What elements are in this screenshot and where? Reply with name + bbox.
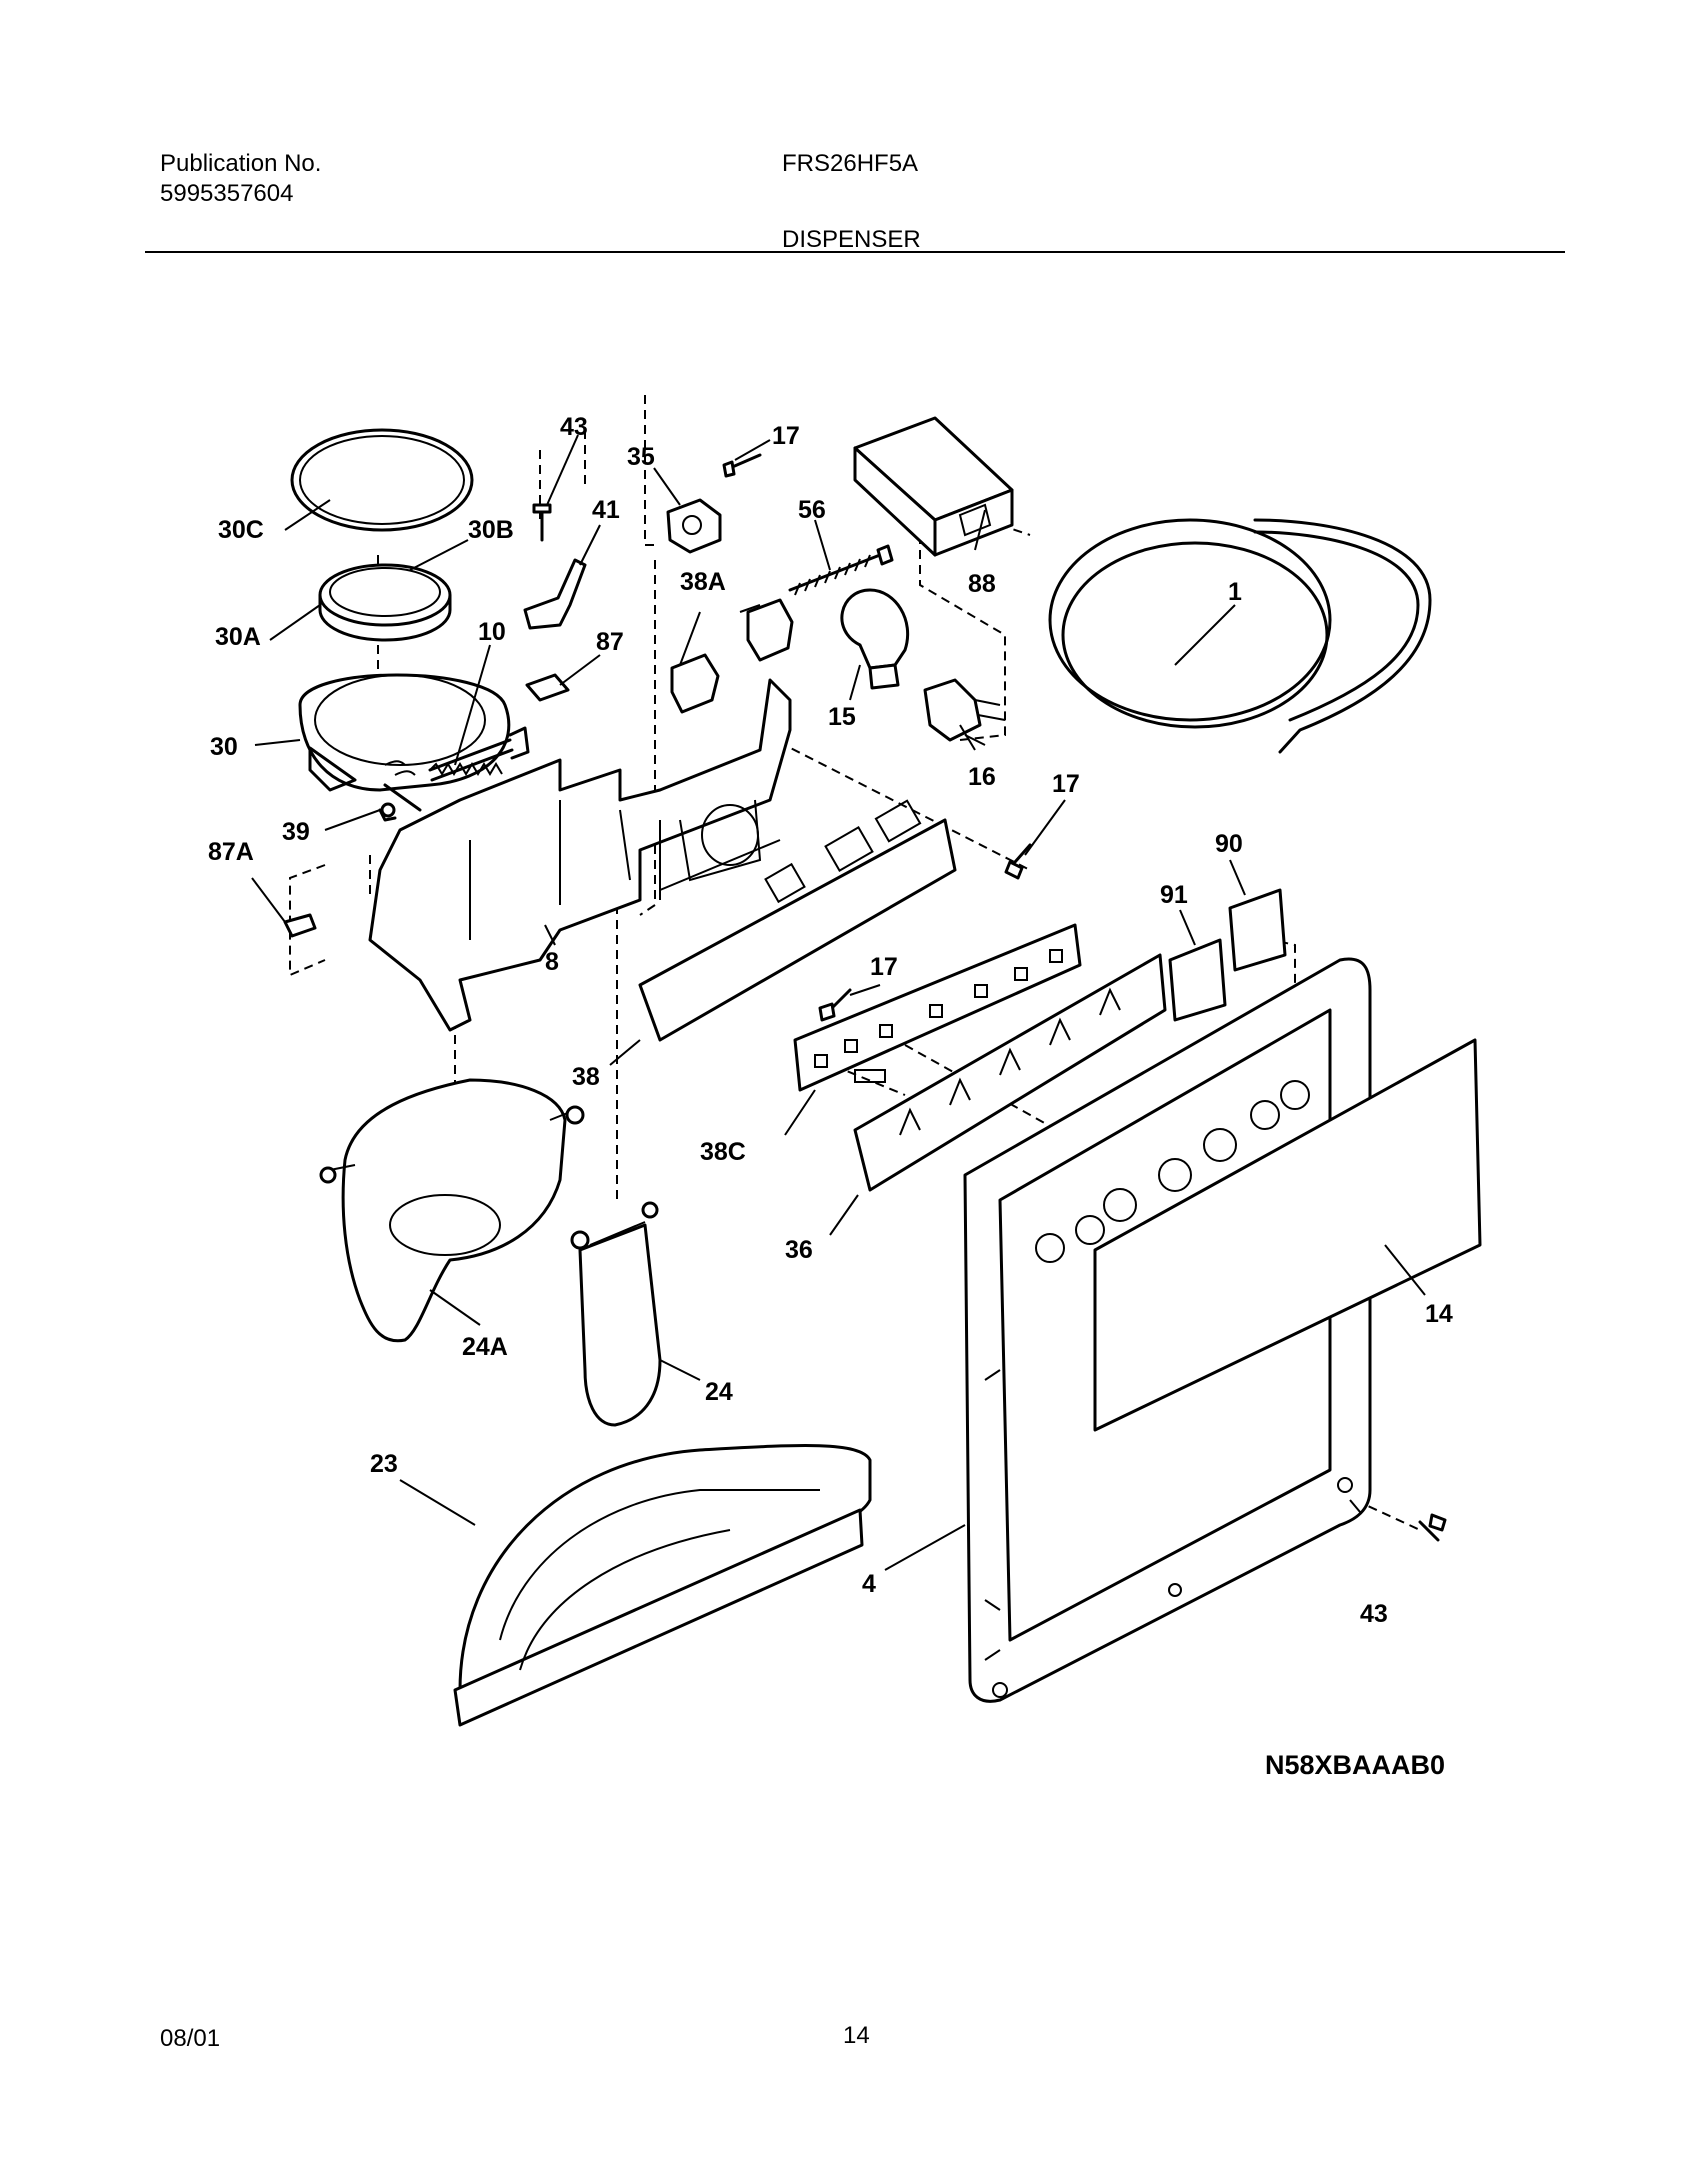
callout-41: 41 bbox=[592, 496, 620, 524]
actuator-91 bbox=[1168, 938, 1227, 1022]
footer-page-number: 14 bbox=[843, 2022, 870, 2049]
callout-23: 23 bbox=[370, 1450, 398, 1478]
screw-17-low bbox=[818, 988, 852, 1022]
header-rule bbox=[145, 251, 1565, 253]
callout-15: 15 bbox=[828, 703, 856, 731]
callout-30b: 30B bbox=[468, 516, 514, 544]
ring-30c bbox=[290, 428, 474, 532]
callout-17-low: 17 bbox=[870, 953, 898, 981]
callout-87a: 87A bbox=[208, 838, 254, 866]
clip-87a bbox=[283, 913, 317, 938]
callout-87: 87 bbox=[596, 628, 624, 656]
screw-17-mid bbox=[1004, 843, 1032, 880]
switch-board-38c bbox=[793, 923, 1082, 1092]
model-number: FRS26HF5A bbox=[782, 150, 919, 177]
callout-30c: 30C bbox=[218, 516, 264, 544]
callout-16: 16 bbox=[968, 763, 996, 791]
bulb-15 bbox=[840, 588, 910, 690]
leader-lines bbox=[251, 434, 1426, 1571]
actuator-90 bbox=[1228, 888, 1287, 972]
section-title: DISPENSER bbox=[782, 226, 921, 253]
publication-label: Publication No. bbox=[160, 150, 322, 177]
circuit-board-38 bbox=[638, 799, 957, 1042]
drip-tray-23 bbox=[453, 1444, 872, 1727]
overlay-14 bbox=[1093, 1038, 1482, 1432]
callout-90: 90 bbox=[1215, 830, 1243, 858]
screw-17-top bbox=[722, 453, 762, 478]
callout-labels: 43 17 35 41 56 30C 30B 30A 10 87 38A 88 … bbox=[208, 413, 1453, 1628]
screw-43-bottom bbox=[1418, 1513, 1447, 1542]
callout-1: 1 bbox=[1228, 578, 1242, 606]
callout-30: 30 bbox=[210, 733, 238, 761]
switch-35 bbox=[666, 498, 722, 554]
callout-30a: 30A bbox=[215, 623, 261, 651]
publication-number: 5995357604 bbox=[160, 180, 294, 207]
bracket-87 bbox=[525, 673, 570, 702]
ice-chute-24a bbox=[319, 1078, 585, 1343]
callout-17-mid: 17 bbox=[1052, 770, 1080, 798]
callout-38c: 38C bbox=[700, 1138, 746, 1166]
callout-39: 39 bbox=[282, 818, 310, 846]
callout-38: 38 bbox=[572, 1063, 600, 1091]
callout-35: 35 bbox=[627, 443, 655, 471]
callout-43-top: 43 bbox=[560, 413, 588, 441]
callout-17-top: 17 bbox=[772, 422, 800, 450]
footer-date: 08/01 bbox=[160, 2025, 221, 2052]
screw-43-top bbox=[532, 503, 552, 542]
callout-4: 4 bbox=[862, 1570, 876, 1598]
switch-38a-left bbox=[670, 653, 720, 714]
callout-24: 24 bbox=[705, 1378, 733, 1406]
callout-43-bottom: 43 bbox=[1360, 1600, 1388, 1628]
lens-30a-30b bbox=[318, 563, 452, 642]
switch-38a-right bbox=[746, 598, 794, 662]
switch-bracket-36 bbox=[853, 953, 1167, 1192]
callout-24a: 24A bbox=[462, 1333, 508, 1361]
callout-88: 88 bbox=[968, 570, 996, 598]
callout-56: 56 bbox=[798, 496, 826, 524]
paddle-24 bbox=[570, 1201, 662, 1427]
socket-16 bbox=[923, 678, 1006, 746]
callout-10: 10 bbox=[478, 618, 506, 646]
screw-56 bbox=[788, 544, 894, 596]
callout-36: 36 bbox=[785, 1236, 813, 1264]
bracket-41 bbox=[523, 558, 587, 630]
tubing-coil-1 bbox=[1048, 518, 1432, 754]
callout-14: 14 bbox=[1425, 1300, 1453, 1328]
callout-91: 91 bbox=[1160, 881, 1188, 909]
callout-8: 8 bbox=[545, 948, 559, 976]
control-box-88 bbox=[853, 416, 1014, 557]
dispenser-housing-8 bbox=[368, 678, 792, 1032]
diagram-code: N58XBAAAB0 bbox=[1265, 1750, 1446, 1780]
callout-38a: 38A bbox=[680, 568, 726, 596]
